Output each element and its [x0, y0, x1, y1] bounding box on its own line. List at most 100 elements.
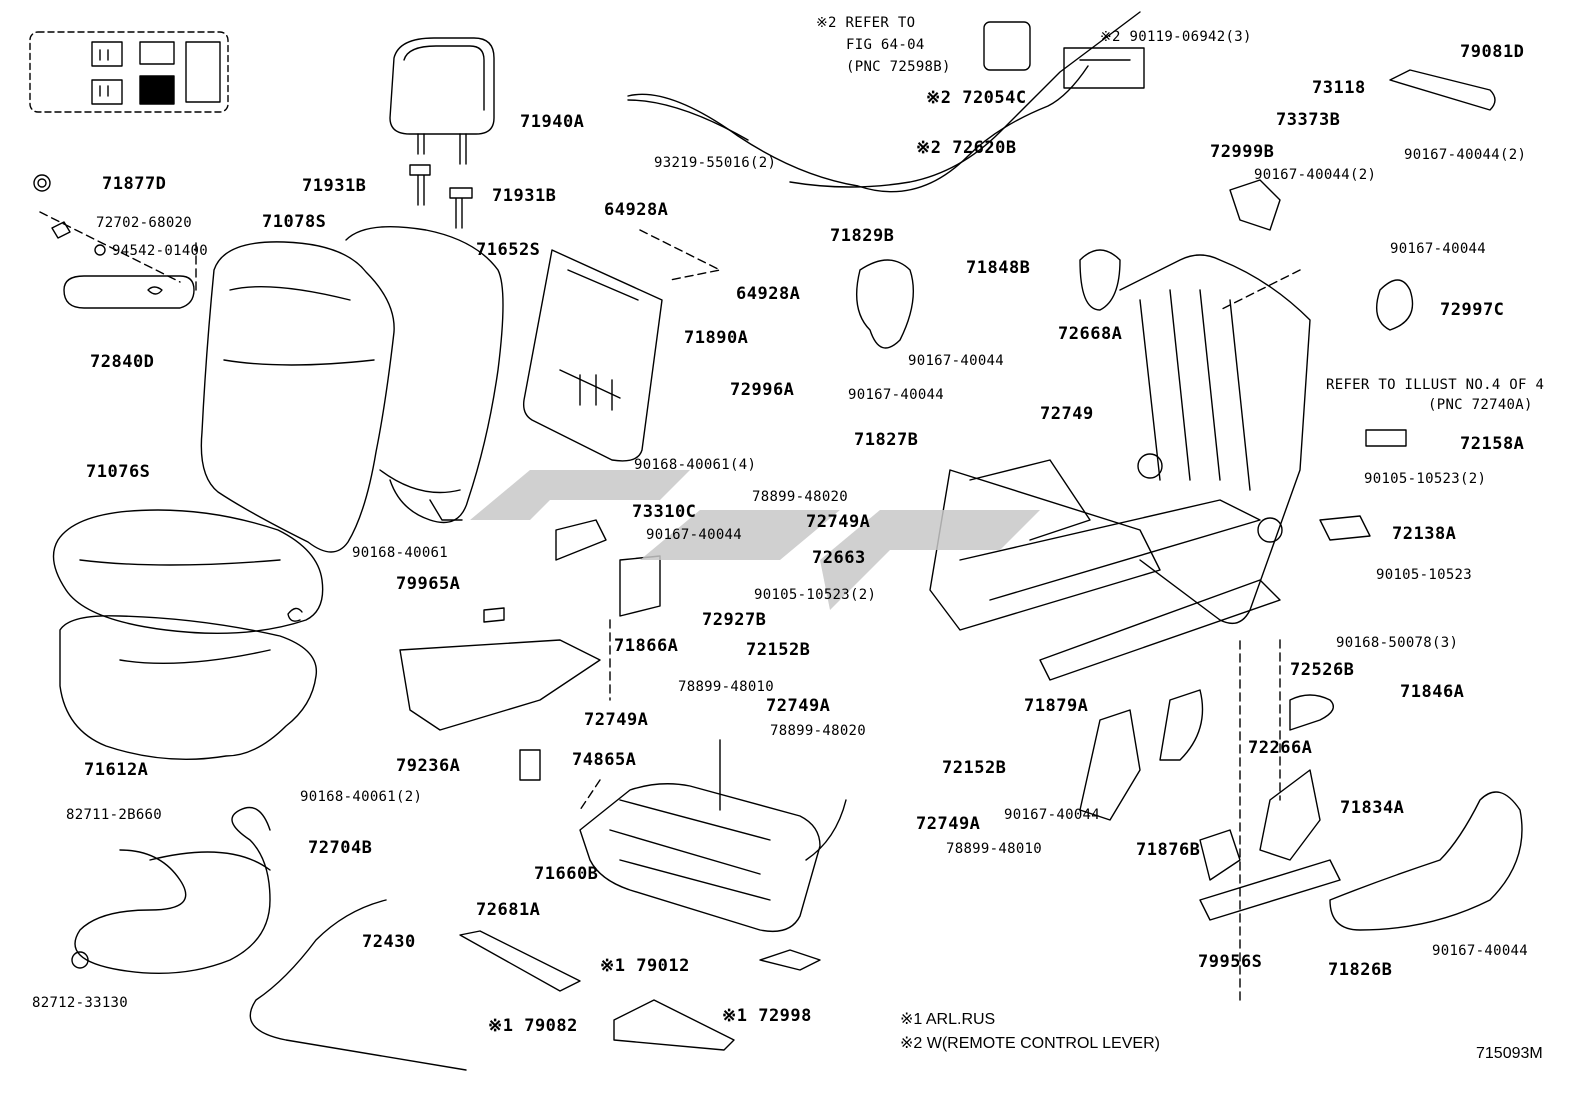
part-label: 90105-10523(2)	[754, 587, 877, 603]
part-label: 72749	[1040, 404, 1094, 424]
part-label: ※1 79082	[488, 1016, 578, 1036]
part-label: 82711-2B660	[66, 807, 163, 823]
footnote-1: ※1 ARL.RUS	[900, 1011, 996, 1028]
part-label: 71829B	[830, 226, 895, 246]
part-label: 64928A	[604, 200, 669, 220]
part-label: 71834A	[1340, 798, 1405, 818]
part-label: 71652S	[476, 240, 541, 260]
locator-inset	[29, 31, 229, 113]
part-label: 79956S	[1198, 952, 1263, 972]
part-label: 72526B	[1290, 660, 1355, 680]
part-label: 93219-55016(2)	[654, 155, 777, 171]
seat-frame	[929, 254, 1311, 681]
part-label: 73118	[1312, 78, 1366, 98]
watermark	[470, 470, 1040, 610]
part-label: 72668A	[1058, 324, 1123, 344]
part-label: 79081D	[1460, 42, 1525, 62]
part-label: 90168-40061	[352, 545, 449, 561]
trim-panels	[855, 69, 1523, 1001]
cushion-frame	[579, 739, 847, 933]
part-label: 71827B	[854, 430, 919, 450]
figure-reference-line2: FIG 64-04	[846, 37, 925, 53]
part-label: 71931B	[492, 186, 557, 206]
cables	[627, 11, 1145, 193]
part-label: 71848B	[966, 258, 1031, 278]
part-label: 94542-01400	[112, 243, 209, 259]
illustration-reference-line2: (PNC 72740A)	[1428, 397, 1533, 413]
part-label: 71877D	[102, 174, 167, 194]
loose-panels	[459, 930, 821, 1051]
part-label: 71876B	[1136, 840, 1201, 860]
figure-reference-line3: (PNC 72598B)	[846, 59, 951, 75]
part-label: 71931B	[302, 176, 367, 196]
part-label: 71826B	[1328, 960, 1393, 980]
part-label: 72681A	[476, 900, 541, 920]
figure-reference-line1: ※2 REFER TO	[816, 15, 916, 31]
part-label: 90105-10523(2)	[1364, 471, 1487, 487]
part-label: 71866A	[614, 636, 679, 656]
seat-cushion	[52, 509, 324, 761]
part-label: 71890A	[684, 328, 749, 348]
part-label: 72704B	[308, 838, 373, 858]
diagram-code: 715093M	[1476, 1045, 1543, 1062]
brackets	[399, 519, 661, 781]
part-label: 90168-40061(2)	[300, 789, 423, 805]
part-label: 71879A	[1024, 696, 1089, 716]
part-label: 72663	[812, 548, 866, 568]
part-label: 72152B	[746, 640, 811, 660]
part-label: 72138A	[1392, 524, 1457, 544]
part-label: ※2 72620B	[916, 138, 1017, 158]
part-label: 72152B	[942, 758, 1007, 778]
part-label: 90167-40044	[1004, 807, 1101, 823]
part-label: 71076S	[86, 462, 151, 482]
part-label: 72997C	[1440, 300, 1505, 320]
part-label: 73310C	[632, 502, 697, 522]
part-label: ※2 72054C	[926, 88, 1027, 108]
part-label: 90167-40044	[646, 527, 743, 543]
part-label: 72430	[362, 932, 416, 952]
seatback-board	[522, 229, 721, 462]
part-label: 90167-40044	[1390, 241, 1487, 257]
part-label: 78899-48010	[946, 841, 1043, 857]
part-label: 90167-40044	[1432, 943, 1529, 959]
footnote-2: ※2 W(REMOTE CONTROL LEVER)	[900, 1035, 1160, 1052]
part-label: 79236A	[396, 756, 461, 776]
part-label: 72266A	[1248, 738, 1313, 758]
part-label: 90168-40061(4)	[634, 457, 757, 473]
part-label: ※1 79012	[600, 956, 690, 976]
part-label: 72158A	[1460, 434, 1525, 454]
part-label: 71612A	[84, 760, 149, 780]
seatback-cover	[195, 226, 504, 553]
part-label: 78899-48020	[770, 723, 867, 739]
part-label: ※1 72998	[722, 1006, 812, 1026]
part-label: 72996A	[730, 380, 795, 400]
headrest	[389, 37, 495, 229]
part-label: 72999B	[1210, 142, 1275, 162]
part-label: 90167-40044(2)	[1404, 147, 1527, 163]
part-label: 72749A	[584, 710, 649, 730]
part-label: 72749A	[806, 512, 871, 532]
part-label: 90167-40044(2)	[1254, 167, 1377, 183]
part-label: 73373B	[1276, 110, 1341, 130]
part-label: 72840D	[90, 352, 155, 372]
part-label: 90167-40044	[908, 353, 1005, 369]
part-label: 78899-48020	[752, 489, 849, 505]
part-label: 64928A	[736, 284, 801, 304]
part-label: 72927B	[702, 610, 767, 630]
armrest	[33, 174, 195, 309]
part-label: 72702-68020	[96, 215, 193, 231]
part-label: 72749A	[766, 696, 831, 716]
part-label: 72749A	[916, 814, 981, 834]
part-label: 74865A	[572, 750, 637, 770]
part-label: 90105-10523	[1376, 567, 1473, 583]
part-label: 71078S	[262, 212, 327, 232]
wire-harness	[71, 806, 467, 1071]
part-label: 79965A	[396, 574, 461, 594]
part-label: 78899-48010	[678, 679, 775, 695]
part-label: ※2 90119-06942(3)	[1100, 29, 1252, 45]
part-label: 71846A	[1400, 682, 1465, 702]
part-label: 90167-40044	[848, 387, 945, 403]
illustration-reference-line1: REFER TO ILLUST NO.4 OF 4	[1326, 377, 1545, 393]
